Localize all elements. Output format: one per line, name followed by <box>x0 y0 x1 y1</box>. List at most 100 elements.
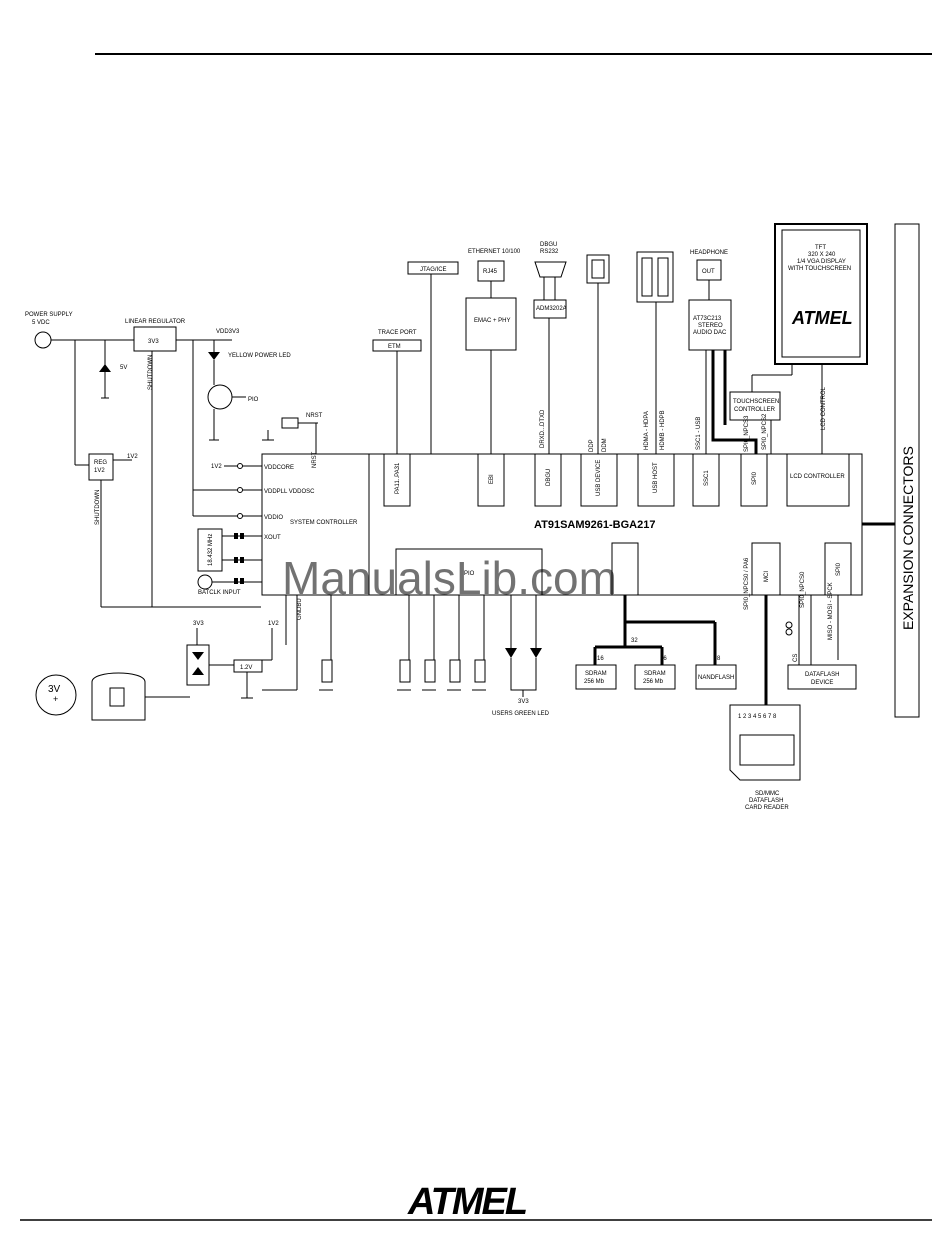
diagram-label: GNDBU <box>297 598 303 620</box>
diagram-label: NRST <box>306 413 323 419</box>
diagram-label: SPI0_NPCS0 / PA6 <box>744 557 750 610</box>
footer-atmel-logo: ATMEL <box>407 1181 526 1223</box>
power-jack-icon <box>34 331 52 349</box>
diagram-label: SHUTDOWN <box>148 355 154 390</box>
diagram-label: CONTROLLER <box>734 407 776 413</box>
diagram-label: 3V3 <box>148 339 159 345</box>
diagram-label: ETHERNET 10/100 <box>468 249 521 255</box>
diagram-label: SDRAM <box>585 671 607 677</box>
diagram-label: NRST <box>312 451 318 468</box>
diagram-label: DDM <box>602 438 608 452</box>
diagram-label: AT73C213 <box>693 316 722 322</box>
diagram-label: YELLOW POWER LED <box>228 353 291 359</box>
diagram-label: POWER SUPPLY <box>25 312 73 318</box>
diagram-label: ETM <box>388 344 401 350</box>
diagram-label: DEVICE <box>811 680 833 686</box>
green-led-icon <box>505 648 517 658</box>
diagram-label: HDMB - HDPB <box>660 410 666 450</box>
diagram-label: DATAFLASH <box>805 672 839 678</box>
diagram-label: CARD READER <box>745 805 789 811</box>
diagram-label: SPI0 <box>836 562 842 576</box>
diagram-label: VDD3V3 <box>216 329 240 335</box>
diagram-label: SSC1 - USB <box>696 417 702 450</box>
zener-diode-icon <box>99 364 111 372</box>
diagram-label: PA11..PA31 <box>395 462 401 494</box>
diagram-label: 1V2 <box>211 464 222 470</box>
diagram-label: LCD CONTROLLER <box>790 474 845 480</box>
diagram-label: 1 2 3 4 5 6 7 8 <box>738 714 777 720</box>
diagram-label: 1.2V <box>240 665 252 671</box>
diagram-label: 5 VDC <box>32 320 50 326</box>
diagram-label: VDDIO <box>264 515 283 521</box>
diagram-label: REG <box>94 460 107 466</box>
diagram-label: 1V2 <box>127 454 138 460</box>
diagram-label: 1V2 <box>94 468 105 474</box>
transistor-icon <box>207 384 233 410</box>
tft-atmel-logo: ATMEL <box>791 308 853 328</box>
diagram-label: LINEAR REGULATOR <box>125 319 186 325</box>
diagram-label: HEADPHONE <box>690 250 728 256</box>
diagram-label: SSC1 <box>704 470 710 486</box>
diagram-label: MISO - MOSI - SPCK <box>828 582 834 640</box>
battery-icon <box>35 674 77 716</box>
diagram-label: USERS GREEN LED <box>492 711 550 717</box>
green-led-icon <box>530 648 542 658</box>
diagram-label: USB HOST <box>653 462 659 493</box>
diagram-label: EBI <box>489 474 495 484</box>
diagram-label: OUT <box>702 269 715 275</box>
diagram-label: 1/4 VGA DISPLAY <box>797 259 846 265</box>
battery-holder <box>91 672 146 721</box>
diagram-label: SYSTEM CONTROLLER <box>290 520 358 526</box>
diagram-label: TOUCHSCREEN <box>733 399 779 405</box>
yellow-led-icon <box>208 352 220 360</box>
diagram-label: 3V3 <box>193 621 204 627</box>
diagram-label: 256 Mb <box>584 679 605 685</box>
diagram-label: ADM3202A <box>536 306 567 312</box>
usb-host-connector <box>636 251 674 303</box>
diagram-label: 8 <box>717 656 721 662</box>
button-icon <box>321 659 333 683</box>
diagram-label: 1V2 <box>268 621 279 627</box>
diagram-label: DRXD...DTXD <box>540 409 546 448</box>
diagram-label: 320 X 240 <box>808 252 836 258</box>
diagram-label: MCI <box>764 571 770 582</box>
linear-regulator-box <box>133 326 177 352</box>
diagram-label: DBGU <box>540 242 557 248</box>
diagram-label: VDDCORE <box>264 465 294 471</box>
expansion-connectors <box>894 223 920 718</box>
diagram-label: AUDIO DAC <box>693 330 727 336</box>
diagram-label: STEREO <box>698 323 723 329</box>
watermark: ManualsLib.com <box>282 552 617 604</box>
diagram-label: SPI0_NPCS3 <box>744 415 750 452</box>
diagram-label: 5V <box>120 365 127 371</box>
diagram-label: DATAFLASH <box>749 798 783 804</box>
diagram-label: PIO <box>248 397 259 403</box>
usb-device-connector <box>586 254 610 284</box>
batclk-input-icon <box>197 574 213 590</box>
reg-1v2-box <box>88 453 114 481</box>
diagram-label: BATCLK INPUT <box>198 590 241 596</box>
diagram-label: SDRAM <box>644 671 666 677</box>
diagram-label: 16 <box>660 656 667 662</box>
diagram-label: VDDPLL VDDOSC <box>264 489 315 495</box>
diagram-label: DBGU <box>546 469 552 486</box>
diagram-label: CS <box>793 654 799 662</box>
diagram-label: 16 <box>597 656 604 662</box>
diagram-label: NANDFLASH <box>698 675 734 681</box>
diagram-label: PIO <box>464 571 475 577</box>
diagram-label: TFT <box>815 245 826 251</box>
button-icon <box>474 659 486 683</box>
diagram-label: WITH TOUCHSCREEN <box>788 266 851 272</box>
diagram-label: DDP <box>589 439 595 452</box>
diagram-label: SPI0 <box>752 471 758 485</box>
diagram-label: SHUTDOWN <box>95 490 101 525</box>
diagram-label: TRACE PORT <box>378 330 417 336</box>
diagram-label: 3V <box>48 684 61 695</box>
diagram-label: RS232 <box>540 249 559 255</box>
diagram-label: 3V3 <box>518 699 529 705</box>
button-icon <box>399 659 411 683</box>
button-icon <box>424 659 436 683</box>
chip-title: AT91SAM9261-BGA217 <box>534 519 655 531</box>
diagram-label: + <box>53 694 58 704</box>
